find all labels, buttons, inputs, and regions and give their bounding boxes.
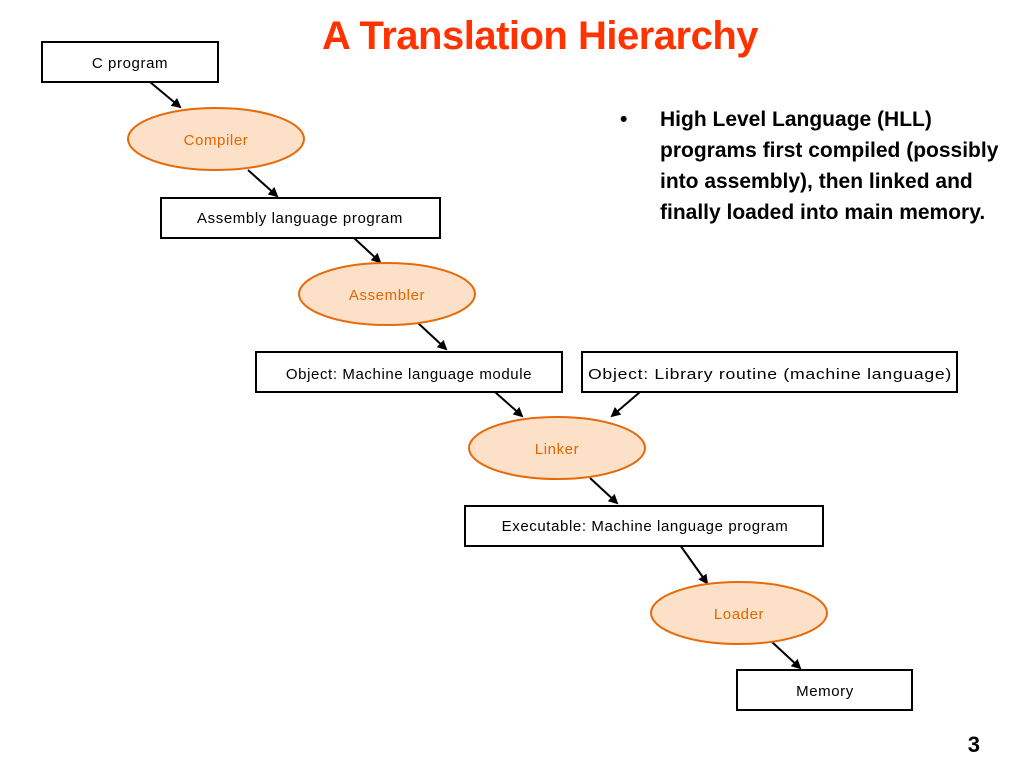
process-assembler-label: Assembler	[349, 287, 425, 304]
arrow-linker-to-executable	[589, 477, 619, 505]
arrow-assembler-to-object	[417, 322, 448, 351]
arrow-loader-to-memory	[771, 641, 802, 670]
box-c-program: C program	[41, 41, 219, 83]
bullet-marker: •	[620, 108, 628, 131]
box-executable-label: Executable: Machine language program	[502, 518, 789, 535]
box-c-program-label: C program	[92, 55, 168, 72]
process-compiler: Compiler	[127, 107, 305, 171]
process-linker-label: Linker	[535, 441, 579, 458]
arrow-library-to-linker	[610, 391, 641, 418]
arrow-executable-to-loader	[679, 544, 709, 585]
process-linker: Linker	[468, 416, 646, 480]
box-memory-label: Memory	[796, 683, 854, 700]
box-executable: Executable: Machine language program	[464, 505, 824, 547]
process-loader: Loader	[650, 581, 828, 645]
box-memory: Memory	[736, 669, 913, 711]
process-compiler-label: Compiler	[184, 132, 249, 149]
arrow-object-to-linker	[494, 391, 524, 418]
arrow-cprogram-to-compiler	[149, 81, 182, 109]
box-object-library-label: Object: Library routine (machine languag…	[588, 366, 952, 383]
process-assembler: Assembler	[298, 262, 476, 326]
page-title: A Translation Hierarchy	[321, 14, 759, 58]
box-assembly-program: Assembly language program	[160, 197, 441, 239]
box-assembly-program-label: Assembly language program	[197, 210, 403, 227]
box-object-module-label: Object: Machine language module	[286, 366, 532, 383]
arrow-compiler-to-assembly	[247, 169, 279, 198]
box-object-library: Object: Library routine (machine languag…	[581, 351, 958, 393]
box-object-module: Object: Machine language module	[255, 351, 563, 393]
arrows	[149, 81, 802, 670]
bullet-text: High Level Language (HLL) programs first…	[660, 108, 999, 224]
page-number: 3	[967, 732, 980, 757]
process-loader-label: Loader	[714, 606, 764, 623]
arrow-assembly-to-assembler	[353, 237, 382, 264]
